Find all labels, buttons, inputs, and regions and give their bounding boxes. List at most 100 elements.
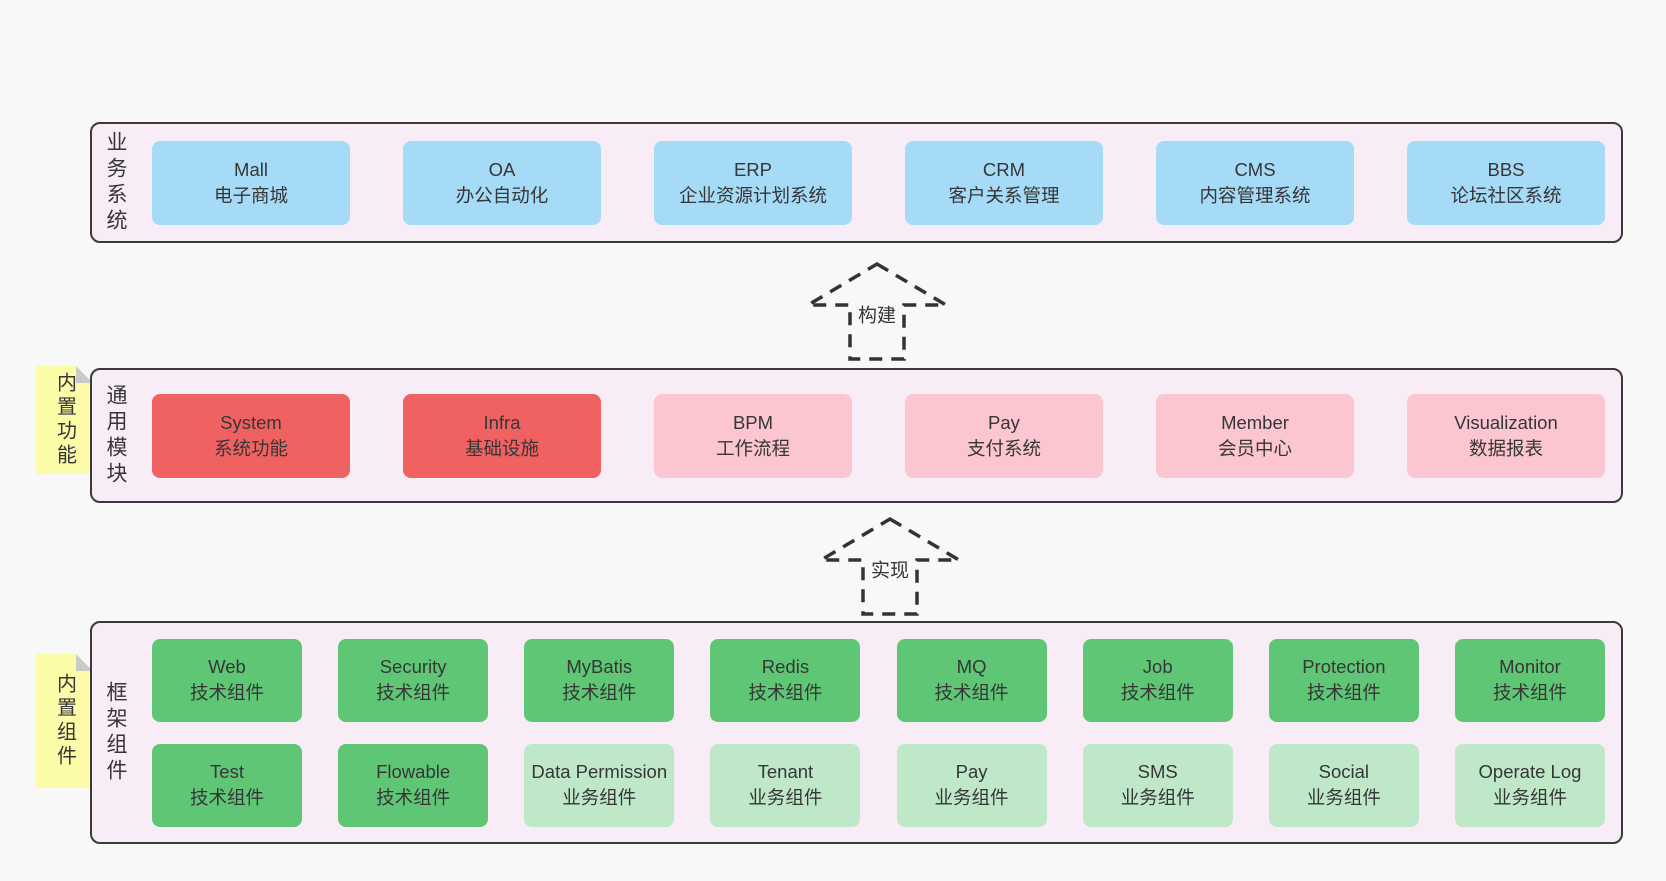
layer-label-business-systems: 业务系统 <box>104 130 127 235</box>
box-subtitle: 企业资源计划系统 <box>678 184 827 206</box>
box-title: Social <box>1318 761 1370 783</box>
box-title: Data Permission <box>531 761 668 783</box>
box-title: Protection <box>1302 656 1386 678</box>
sticky-note-builtin-components: 内置组件 <box>36 654 93 788</box>
box-title: Pay <box>988 411 1020 433</box>
box-subtitle: 基础设施 <box>464 437 539 459</box>
box-title: Member <box>1221 411 1289 433</box>
box-title: MQ <box>956 656 987 678</box>
layer-label-common-modules: 通用模块 <box>104 383 127 488</box>
sticky-note-label: 内置功能 <box>53 372 76 468</box>
box-oa: OA 办公自动化 <box>403 140 601 225</box>
box-subtitle: 办公自动化 <box>455 184 549 206</box>
box-infra: Infra 基础设施 <box>403 393 601 478</box>
box-subtitle: 系统功能 <box>213 437 288 459</box>
box-erp: ERP 企业资源计划系统 <box>654 140 852 225</box>
arrow-label-build: 构建 <box>854 299 900 329</box>
box-mybatis: MyBatis 技术组件 <box>524 638 675 722</box>
box-title: Operate Log <box>1478 761 1582 783</box>
box-subtitle: 技术组件 <box>376 682 451 703</box>
box-title: OA <box>488 158 516 180</box>
box-subtitle: 业务组件 <box>1492 787 1567 808</box>
box-subtitle: 技术组件 <box>376 787 451 808</box>
box-protection: Protection 技术组件 <box>1268 638 1419 722</box>
component-boxes-grid: Web 技术组件 Security 技术组件 MyBatis 技术组件 Redi… <box>152 638 1605 827</box>
box-subtitle: 技术组件 <box>1306 682 1381 703</box>
box-web: Web 技术组件 <box>152 638 302 722</box>
box-title: Mall <box>234 158 268 180</box>
box-operate-log: Operate Log 业务组件 <box>1454 743 1605 827</box>
module-boxes-row: System 系统功能 Infra 基础设施 BPM 工作流程 Pay 支付系统… <box>152 393 1605 478</box>
box-title: Test <box>210 761 244 783</box>
box-security: Security 技术组件 <box>338 638 489 722</box>
box-title: Job <box>1142 656 1173 678</box>
box-title: BPM <box>732 411 774 433</box>
arrow-label-implement: 实现 <box>867 554 913 584</box>
box-subtitle: 内容管理系统 <box>1199 184 1311 206</box>
box-title: Tenant <box>757 761 814 783</box>
layer-label-framework-components: 框架组件 <box>104 680 127 785</box>
box-title: Redis <box>761 656 810 678</box>
box-social: Social 业务组件 <box>1268 743 1419 827</box>
box-subtitle: 技术组件 <box>1492 682 1567 703</box>
box-subtitle: 技术组件 <box>189 682 264 703</box>
box-flowable: Flowable 技术组件 <box>338 743 489 827</box>
layer-business-systems: 业务系统 Mall 电子商城 OA 办公自动化 ERP 企业资源计划系统 CRM… <box>90 122 1623 243</box>
box-member: Member 会员中心 <box>1156 393 1354 478</box>
component-row-tech: Web 技术组件 Security 技术组件 MyBatis 技术组件 Redi… <box>152 638 1605 722</box>
arrow-up-implement: 实现 <box>815 513 965 619</box>
box-mall: Mall 电子商城 <box>152 140 350 225</box>
box-title: Pay <box>955 761 988 783</box>
layer-common-modules: 通用模块 System 系统功能 Infra 基础设施 BPM 工作流程 Pay… <box>90 368 1623 503</box>
box-bbs: BBS 论坛社区系统 <box>1407 140 1605 225</box>
box-job: Job 技术组件 <box>1082 638 1233 722</box>
box-subtitle: 业务组件 <box>934 787 1009 808</box>
business-boxes-row: Mall 电子商城 OA 办公自动化 ERP 企业资源计划系统 CRM 客户关系… <box>152 140 1605 225</box>
arrow-up-build: 构建 <box>802 258 952 364</box>
box-mq: MQ 技术组件 <box>896 638 1047 722</box>
box-subtitle: 业务组件 <box>748 787 823 808</box>
box-subtitle: 业务组件 <box>562 787 637 808</box>
box-title: CRM <box>982 158 1026 180</box>
box-title: Visualization <box>1454 411 1558 433</box>
box-visualization: Visualization 数据报表 <box>1407 393 1605 478</box>
sticky-note-builtin-features: 内置功能 <box>36 366 93 474</box>
box-subtitle: 技术组件 <box>748 682 823 703</box>
dashed-up-arrow-icon <box>802 261 952 361</box>
box-subtitle: 支付系统 <box>966 437 1041 459</box>
box-subtitle: 业务组件 <box>1120 787 1195 808</box>
box-system: System 系统功能 <box>152 393 350 478</box>
box-title: System <box>220 411 282 433</box>
box-title: Flowable <box>376 761 451 783</box>
box-subtitle: 业务组件 <box>1306 787 1381 808</box>
box-title: Monitor <box>1499 656 1561 678</box>
box-bpm: BPM 工作流程 <box>654 393 852 478</box>
box-title: BBS <box>1487 158 1525 180</box>
box-title: Web <box>208 656 246 678</box>
box-data-permission: Data Permission 业务组件 <box>524 743 675 827</box>
box-title: SMS <box>1137 761 1178 783</box>
box-pay-biz: Pay 业务组件 <box>896 743 1047 827</box>
box-subtitle: 工作流程 <box>715 437 790 459</box>
box-test: Test 技术组件 <box>152 743 302 827</box>
component-row-business: Test 技术组件 Flowable 技术组件 Data Permission … <box>152 743 1605 827</box>
dashed-up-arrow-icon <box>815 516 965 616</box>
box-monitor: Monitor 技术组件 <box>1454 638 1605 722</box>
box-cms: CMS 内容管理系统 <box>1156 140 1354 225</box>
box-subtitle: 技术组件 <box>934 682 1009 703</box>
box-title: ERP <box>733 158 773 180</box>
box-subtitle: 会员中心 <box>1217 437 1292 459</box>
box-title: MyBatis <box>566 656 633 678</box>
box-subtitle: 技术组件 <box>1120 682 1195 703</box>
box-subtitle: 技术组件 <box>562 682 637 703</box>
box-subtitle: 技术组件 <box>189 787 264 808</box>
box-title: CMS <box>1234 158 1276 180</box>
box-title: Infra <box>483 411 521 433</box>
box-sms: SMS 业务组件 <box>1082 743 1233 827</box>
box-subtitle: 客户关系管理 <box>948 184 1060 206</box>
sticky-note-label: 内置组件 <box>53 673 76 769</box>
box-subtitle: 论坛社区系统 <box>1450 184 1562 206</box>
box-crm: CRM 客户关系管理 <box>905 140 1103 225</box>
box-redis: Redis 技术组件 <box>710 638 861 722</box>
box-subtitle: 数据报表 <box>1468 437 1543 459</box>
